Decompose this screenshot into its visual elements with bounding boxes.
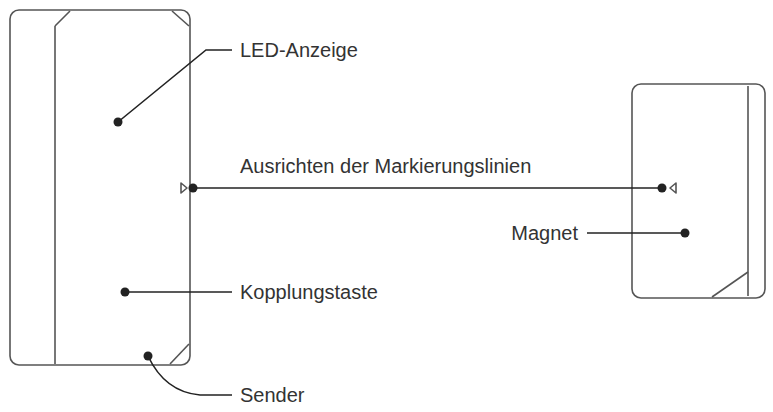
- magnet-housing: [632, 84, 765, 298]
- mark-dot: [658, 184, 667, 193]
- alignment-mark: [181, 183, 187, 193]
- alignment-line: [193, 187, 662, 189]
- magnet-edge: [747, 86, 749, 296]
- leader-line: [148, 356, 232, 395]
- alignment-mark: [670, 183, 676, 193]
- leader-line: [125, 291, 232, 293]
- sender-bevel: [172, 11, 189, 26]
- sender-bevel: [55, 11, 70, 26]
- callout-label: LED-Anzeige: [240, 38, 358, 62]
- mark-dot: [189, 184, 198, 193]
- leader-line: [587, 232, 685, 234]
- leader-line: [118, 50, 232, 122]
- sender-housing: [10, 10, 190, 365]
- magnet-bevel: [712, 272, 748, 297]
- callout-label: Sender: [240, 383, 305, 407]
- sender-bevel: [170, 344, 189, 364]
- button-dot: [121, 288, 130, 297]
- sender-edge: [54, 26, 56, 364]
- sender-dot: [144, 352, 153, 361]
- led-dot: [114, 118, 123, 127]
- magnet-dot: [681, 229, 690, 238]
- callout-label: Ausrichten der Markierungslinien: [240, 154, 531, 178]
- callout-label: Kopplungstaste: [240, 280, 378, 304]
- callout-label: Magnet: [511, 221, 578, 245]
